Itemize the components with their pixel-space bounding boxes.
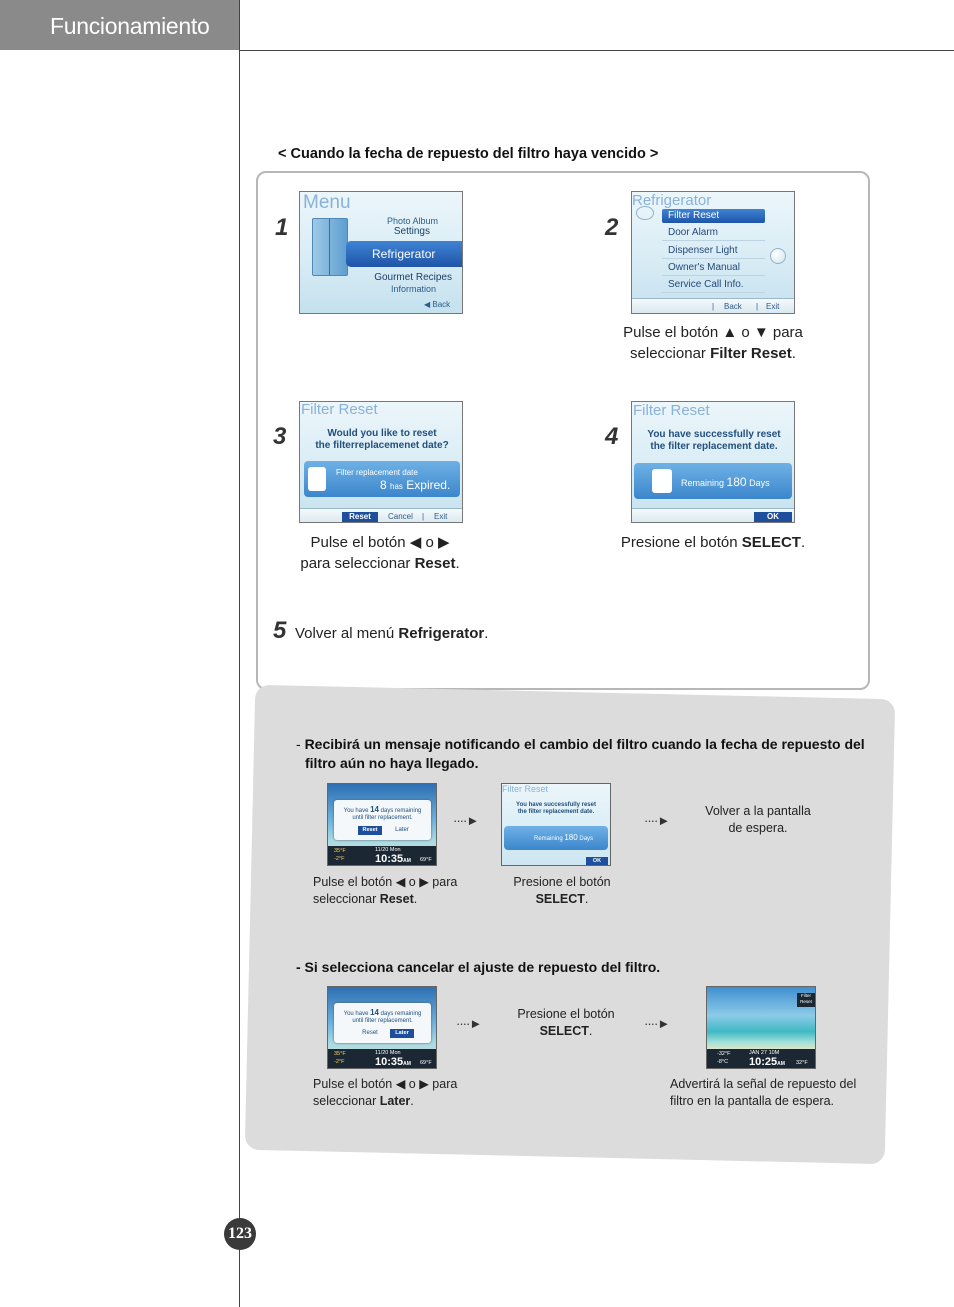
status-bar: -32°F -8°C JAN 27 10M 10:25AM 32°F (707, 1049, 815, 1068)
note-cancel-reset: - Si selecciona cancelar el ajuste de re… (296, 959, 661, 975)
row1-caption-2: Presione el botón SELECT. (513, 875, 611, 906)
list-item-owners-manual[interactable]: Owner's Manual (662, 260, 765, 276)
reminder-dialog: You have 14 days remaining until filter … (334, 800, 431, 840)
arrow-icon: ····► (644, 813, 670, 828)
filter-icon (652, 469, 672, 493)
refrigerator-screen: Refrigerator Filter Reset Door Alarm Dis… (631, 191, 795, 314)
status-bar: 35°F -2°F 11/20 Mon 10:35AM 69°F (328, 1049, 436, 1068)
step-number: 5 (273, 617, 287, 644)
later-button[interactable]: Later (390, 1029, 414, 1038)
row1-caption-1: Pulse el botón ◀ o ▶ para seleccionar Re… (313, 875, 458, 906)
bubble-icon (636, 206, 654, 220)
arrow-icon: ····► (644, 1016, 670, 1031)
step-number: 3 (273, 423, 287, 450)
exit-button[interactable]: Exit (766, 302, 780, 311)
menu-item-information[interactable]: Information (390, 284, 436, 294)
bubble-icon (770, 248, 786, 264)
dialog-message: Would you like to reset the filterreplac… (315, 428, 449, 451)
back-button[interactable]: ◀ Back (424, 300, 451, 309)
step-caption: Pulse el botón ◀ o ▶ para seleccionar Re… (300, 534, 460, 572)
remaining-box: Remaining 180 Days (634, 463, 792, 499)
standby-screen-reminder-later: You have 14 days remaining until filter … (327, 986, 437, 1069)
step-caption: Volver al menú Refrigerator. (295, 625, 489, 642)
softkey-bar: Reset Cancel | Exit (300, 508, 462, 522)
row2-caption-1: Pulse el botón ◀ o ▶ para seleccionar La… (313, 1077, 458, 1108)
filter-icon (308, 467, 326, 491)
arrow-icon: ····► (453, 813, 479, 828)
step-number: 2 (605, 214, 619, 241)
arrow-icon: ····► (456, 1016, 482, 1031)
later-button[interactable]: Later (395, 827, 409, 833)
list-item-door-alarm[interactable]: Door Alarm (662, 225, 765, 241)
status-bar: 35°F -2°F 11/20 Mon 10:35AM 69°F (328, 846, 436, 865)
back-button[interactable]: Back (724, 302, 742, 311)
menu-item-settings[interactable]: Settings (393, 226, 430, 237)
ok-button[interactable]: OK (754, 512, 792, 522)
softkey-bar: | Back | Exit (632, 298, 794, 313)
step-number: 1 (275, 214, 289, 241)
step-number: 4 (605, 423, 619, 450)
expired-box: Filter replacement date 8 has Expired. (304, 461, 460, 497)
menu-item-refrigerator[interactable]: Refrigerator (346, 241, 462, 267)
refrigerator-icon (312, 218, 348, 276)
list-item-filter-reset[interactable]: Filter Reset (662, 209, 765, 223)
menu-item-photo-album[interactable]: Photo Album (386, 216, 438, 226)
dialog-message: You have successfully reset the filter r… (647, 429, 781, 452)
note-filter-not-due: - Recibirá un mensaje notificando el cam… (296, 736, 865, 771)
menu-item-gourmet-recipes[interactable]: Gourmet Recipes (374, 272, 452, 283)
filter-reset-confirm-screen: Filter Reset Would you like to reset the… (299, 401, 463, 523)
screen-title: Menu (303, 192, 351, 213)
exit-button[interactable]: Exit (434, 512, 448, 521)
softkey-bar: OK (632, 508, 794, 522)
step-caption: Pulse el botón ▲ o ▼ para seleccionar Fi… (623, 324, 803, 362)
cancel-button[interactable]: Cancel (388, 512, 413, 521)
page-number: 123 (224, 1218, 256, 1250)
reminder-dialog: You have 14 days remaining until filter … (334, 1003, 431, 1043)
list-item-dispenser-light[interactable]: Dispenser Light (662, 243, 765, 259)
margin-rule (239, 0, 240, 1307)
reset-button[interactable]: Reset (342, 512, 378, 522)
list-item-service-call-info[interactable]: Service Call Info. (662, 277, 765, 293)
reset-button[interactable]: Reset (362, 1030, 378, 1036)
steps-box (256, 171, 870, 690)
menu-screen: Menu Photo Album Settings Refrigerator G… (299, 191, 463, 314)
section-title: < Cuando la fecha de repuesto del filtro… (278, 146, 659, 162)
reset-button[interactable]: Reset (358, 826, 382, 835)
page-title: Funcionamiento (50, 13, 210, 39)
header-divider (239, 50, 954, 51)
row2-caption-2: Presione el botón SELECT. (517, 1007, 615, 1038)
screen-title: Filter Reset (633, 402, 710, 419)
screen-title: Filter Reset (301, 401, 378, 418)
screen-title: Refrigerator (632, 192, 712, 209)
standby-screen-reminder: You have 14 days remaining until filter … (327, 783, 437, 866)
filter-reset-done-screen: Filter Reset You have successfully reset… (631, 401, 795, 523)
step-caption: Presione el botón SELECT. (620, 534, 806, 551)
filter-reset-done-screen-small: Filter Reset You have successfully reset… (501, 783, 611, 866)
header-tab (0, 0, 239, 50)
ok-button[interactable]: OK (586, 857, 608, 865)
